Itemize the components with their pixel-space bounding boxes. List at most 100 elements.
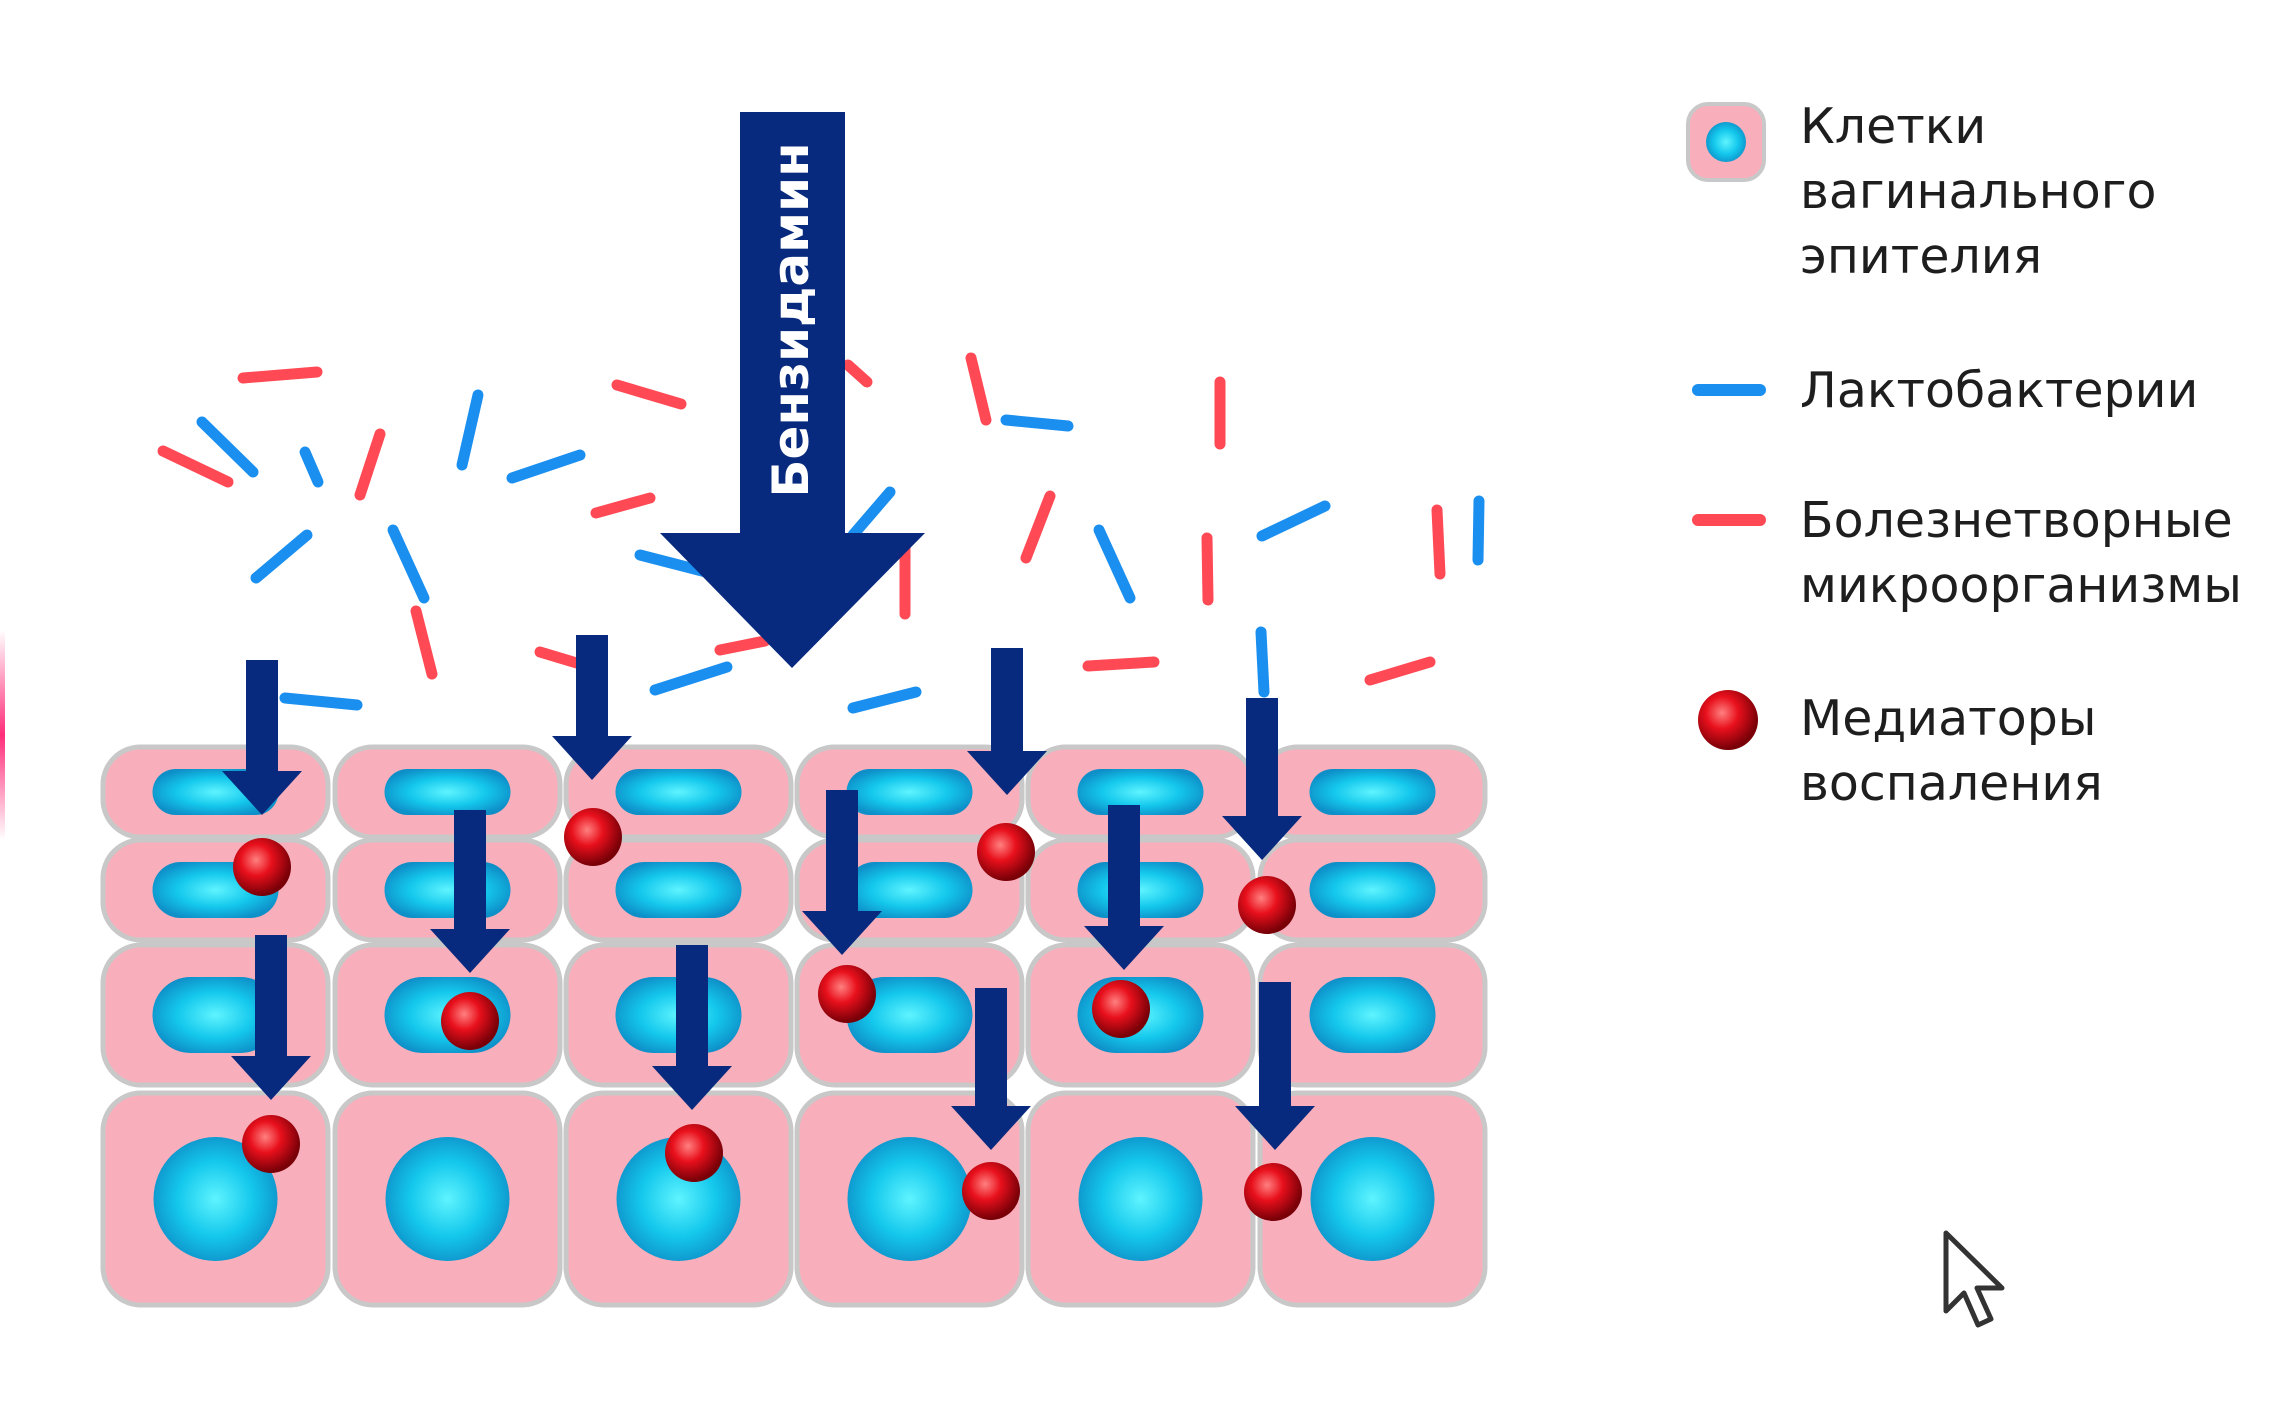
cell-nucleus	[615, 769, 742, 815]
pathogen	[965, 352, 992, 426]
lactobacterium	[634, 549, 712, 578]
inflammation-mediator	[1238, 876, 1296, 934]
lactobacterium	[1472, 495, 1485, 566]
cell-nucleus	[1309, 977, 1436, 1053]
pathogen	[237, 366, 323, 384]
lactobacterium	[847, 686, 922, 714]
inflammation-mediator	[818, 965, 876, 1023]
lactobacterium	[506, 449, 586, 484]
legend-item-epithelial-cells: Клетки вагинального эпителия	[1686, 98, 2157, 285]
pathogen	[354, 428, 386, 501]
epithelial-cell	[563, 837, 794, 943]
drug-label: Бензидамин	[762, 142, 820, 497]
inflammation-mediator	[441, 992, 499, 1050]
lactobacterium	[299, 446, 324, 488]
lactobacterium	[456, 389, 484, 471]
inflammation-mediator	[977, 823, 1035, 881]
cell-nucleus	[1309, 862, 1436, 918]
lactobacterium	[1256, 500, 1331, 542]
epithelium-tissue	[100, 744, 1488, 1308]
pathogen	[534, 646, 586, 670]
pathogen	[1431, 504, 1446, 580]
mediator-swatch-icon	[1698, 690, 1758, 750]
cell-nucleus	[384, 862, 511, 918]
inflammation-mediator	[564, 808, 622, 866]
pathogen	[1020, 490, 1056, 564]
inflammation-mediator	[665, 1124, 723, 1182]
penetration-arrow	[802, 790, 882, 955]
pathogen	[1082, 656, 1160, 672]
cell-nucleus	[846, 977, 973, 1053]
legend-label-mediators-2: воспаления	[1800, 755, 2103, 812]
legend-label-epithelial-3: эпителия	[1800, 228, 2042, 285]
cell-nucleus	[153, 1137, 278, 1261]
pathogen	[590, 492, 656, 519]
cell-nucleus	[846, 862, 973, 918]
epithelial-cell	[1257, 942, 1488, 1088]
epithelial-cell	[332, 744, 563, 840]
legend-item-pathogens: Болезнетворные микроорганизмы	[1692, 492, 2242, 614]
penetration-arrow	[231, 935, 311, 1100]
penetration-arrow	[222, 660, 302, 815]
legend-label-pathogens-1: Болезнетворные	[1800, 492, 2233, 549]
legend-label-pathogens-2: микроорганизмы	[1800, 557, 2242, 614]
epithelial-cell	[1257, 837, 1488, 943]
cell-nucleus	[1310, 1137, 1435, 1261]
lactobacterium	[1093, 524, 1136, 604]
epithelial-cell	[563, 1090, 794, 1308]
epithelial-cell	[1257, 744, 1488, 840]
lactobacterium	[1255, 626, 1270, 698]
lactobacterium	[387, 524, 430, 604]
penetration-arrow	[652, 945, 732, 1110]
cell-nucleus	[385, 1137, 510, 1261]
epithelial-cell	[100, 1090, 331, 1308]
drug-arrow: Бензидамин	[660, 112, 925, 668]
microbe-layer	[157, 352, 1485, 714]
drug-action-arrows	[222, 635, 1315, 1150]
pathogen	[611, 379, 687, 410]
penetration-arrow	[1235, 982, 1315, 1150]
cell-nucleus	[1077, 862, 1204, 918]
lactobacterium	[279, 692, 363, 711]
penetration-arrow	[951, 988, 1031, 1150]
pathogen	[842, 359, 873, 388]
legend-label-epithelial-2: вагинального	[1800, 163, 2157, 220]
epithelial-cell	[1257, 1090, 1488, 1308]
cell-nucleus	[615, 862, 742, 918]
pathogen	[1364, 656, 1436, 686]
penetration-arrow	[1222, 698, 1302, 860]
epithelial-cell	[563, 744, 794, 840]
cursor-pointer-icon	[1943, 1230, 2005, 1328]
mediator-layer	[233, 808, 1302, 1221]
epithelial-cell	[332, 837, 563, 943]
legend: Клетки вагинального эпителия Лактобактер…	[1686, 98, 2242, 812]
cell-nucleus	[1077, 769, 1204, 815]
legend-label-epithelial-1: Клетки	[1800, 98, 1986, 155]
pathogen	[157, 445, 234, 488]
legend-item-mediators: Медиаторы воспаления	[1698, 690, 2103, 812]
epithelial-cell	[100, 744, 331, 840]
cell-nucleus	[846, 769, 973, 815]
edge-accent	[0, 630, 5, 840]
pathogen	[1201, 532, 1214, 606]
cell-nucleus	[1078, 1137, 1203, 1261]
cell-nucleus	[384, 769, 511, 815]
lactobacterium	[649, 661, 733, 696]
cell-nucleus	[152, 977, 279, 1053]
epithelial-cell	[794, 1090, 1025, 1308]
pathogen	[714, 635, 771, 656]
pathogen	[410, 605, 438, 680]
lactobacterium	[250, 529, 313, 584]
lactobacterium	[847, 486, 896, 541]
penetration-arrow	[1084, 805, 1164, 970]
epithelial-cell	[1025, 744, 1256, 840]
penetration-arrow	[552, 635, 632, 780]
inflammation-mediator	[1092, 980, 1150, 1038]
inflammation-mediator	[962, 1162, 1020, 1220]
legend-label-mediators-1: Медиаторы	[1800, 690, 2097, 747]
inflammation-mediator	[233, 838, 291, 896]
inflammation-mediator	[242, 1115, 300, 1173]
penetration-arrow	[967, 648, 1047, 795]
epithelial-cell	[1025, 837, 1256, 943]
